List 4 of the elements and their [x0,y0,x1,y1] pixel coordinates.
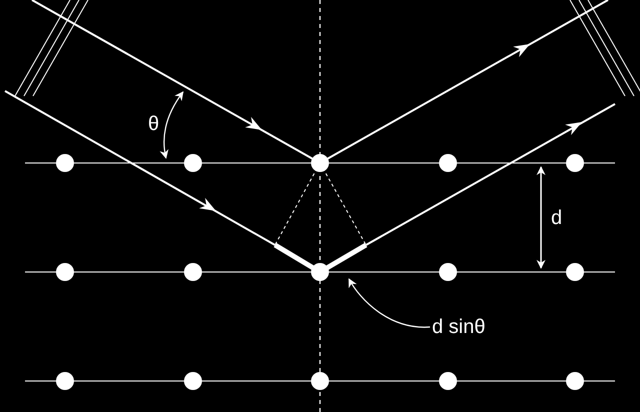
formula-label: d sinθ [432,316,486,338]
spacing-label: d [551,207,562,229]
angle-label: θ [148,113,160,135]
leader-line [348,278,430,328]
